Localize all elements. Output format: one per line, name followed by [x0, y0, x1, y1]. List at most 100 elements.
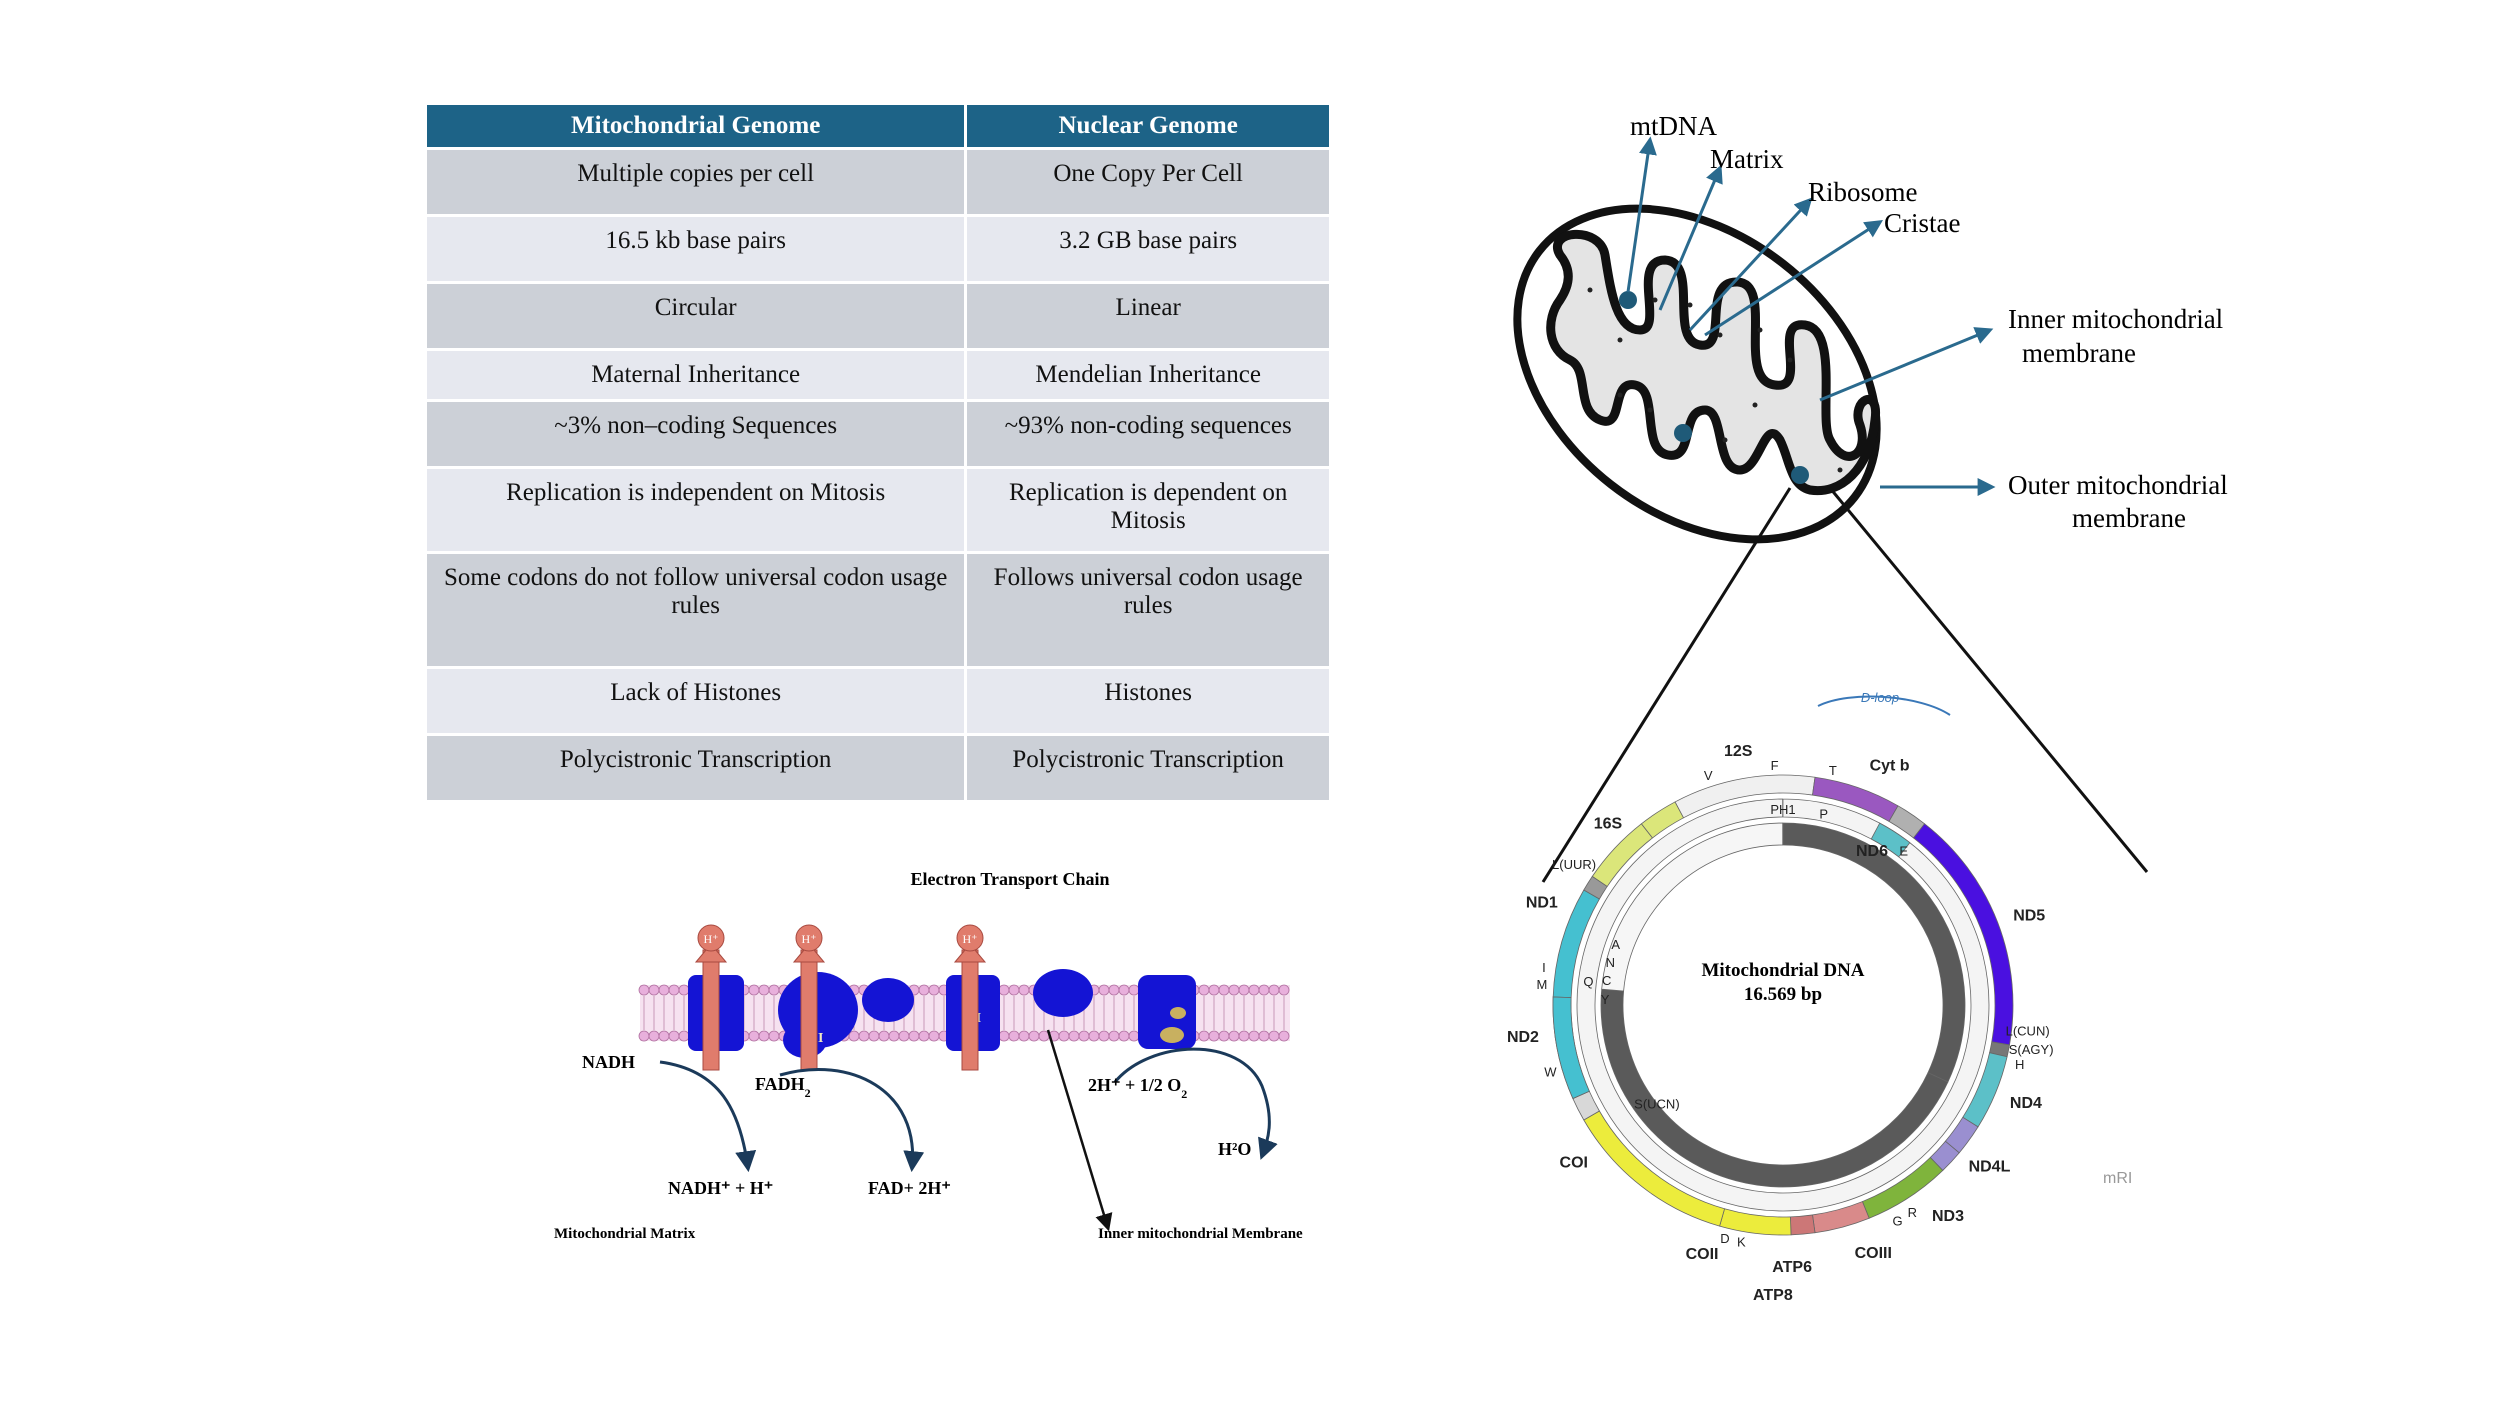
inner-ring-light [1576, 798, 1990, 1212]
trna-label: A [1611, 937, 1620, 952]
fadh2-label: FADH2 [755, 1074, 811, 1100]
table-row: Replication is independent on Mitosis Re… [427, 469, 1329, 551]
gene-label: COIII [1855, 1245, 1892, 1262]
mtdna-length: 16.569 bp [1744, 984, 1822, 1005]
coenzyme-q [862, 978, 914, 1022]
table-cell: Polycistronic Transcription [967, 736, 1329, 800]
trna-label: G [1892, 1213, 1902, 1228]
table-cell: Replication is independent on Mitosis [427, 469, 965, 551]
gene-label: ND3 [1932, 1208, 1964, 1225]
cristae-arrow [1704, 220, 1884, 337]
table-row: 16.5 kb base pairs 3.2 GB base pairs [427, 217, 1329, 281]
trna-label: E [1899, 844, 1908, 859]
proton-pump-2: H⁺ [792, 924, 826, 1071]
outer-membrane-label-line2: membrane [2072, 503, 2186, 533]
header-nuclear: Nuclear Genome [967, 105, 1329, 147]
gene-label: COI [1560, 1155, 1588, 1172]
trna-label: C [1602, 973, 1611, 988]
table-cell: Histones [967, 669, 1329, 733]
gene-label: ATP6 [1772, 1259, 1812, 1276]
cytochrome-c [1033, 969, 1093, 1017]
trna-label: L(CUN) [2006, 1024, 2050, 1039]
gene-label: ND1 [1526, 895, 1558, 912]
gene-label: ND2 [1507, 1029, 1539, 1046]
proton-pump-3: H⁺ [953, 924, 987, 1071]
table-row: Maternal Inheritance Mendelian Inheritan… [427, 351, 1329, 399]
nd6-segment [1870, 822, 1911, 858]
complex-label: II [813, 1031, 824, 1046]
complex-iv-cofactor [1170, 1007, 1186, 1019]
trna-label: PH1 [1770, 802, 1795, 817]
inner-membrane-arrow [1819, 327, 1994, 402]
table-cell: 16.5 kb base pairs [427, 217, 965, 281]
complex-iv-cofactor [1160, 1027, 1184, 1043]
gene-labels: 12S16SND1ND2COICOIIATP8ATP6COIIIND3ND4LN… [1507, 743, 2054, 1304]
gene-label: ND5 [2013, 907, 2045, 924]
gene-label: ND6 [1856, 843, 1888, 860]
gene-label: ATP8 [1753, 1287, 1793, 1304]
zoom-line-left [1541, 487, 1792, 883]
mtdna-arrow [1626, 136, 1657, 293]
gene-label: Cyt b [1870, 758, 1910, 775]
trna-label: T [1829, 763, 1837, 778]
gene-label: ND4L [1969, 1158, 2011, 1175]
inner-membrane-label-line2: membrane [2022, 338, 2136, 368]
trna-label: M [1536, 977, 1547, 992]
table-row: Polycistronic Transcription Polycistroni… [427, 736, 1329, 800]
table-cell: ~93% non-coding sequences [967, 402, 1329, 466]
lipid-head [1278, 984, 1290, 996]
etc-title: Electron Transport Chain [910, 869, 1109, 889]
zoom-line-right [1828, 487, 2149, 873]
inner-ring-dark [1782, 822, 1966, 1083]
nad-plus-label: NADH⁺ + H⁺ [668, 1178, 773, 1198]
gene-label: COII [1686, 1246, 1719, 1263]
proton-label: H⁺ [963, 932, 978, 946]
inner-membrane-label-line1: Inner mitochondrial [2008, 304, 2223, 334]
light-strand-ring [1576, 798, 1990, 1212]
oxygen-arrow [1113, 1047, 1278, 1160]
trna-label: F [1771, 758, 1779, 773]
table-cell: Multiple copies per cell [427, 150, 965, 214]
trna-label: R [1908, 1205, 1917, 1220]
outer-membrane-label-line1: Outer mitochondrial [2008, 470, 2228, 500]
nadh-arrow [659, 1060, 757, 1173]
trna-label: S(AGY) [2009, 1042, 2054, 1057]
ribosome-arrow [1688, 197, 1813, 332]
table-row: Some codons do not follow universal codo… [427, 554, 1329, 666]
mtdna-dot [1619, 291, 1637, 309]
trna-label: Y [1601, 992, 1610, 1007]
trna-label: W [1544, 1065, 1557, 1080]
fad-label: FAD+ 2H⁺ [868, 1178, 951, 1198]
matrix-arrow [1658, 164, 1723, 311]
trna-label: V [1704, 768, 1713, 783]
nd2-segment [1552, 996, 1590, 1100]
gene-label: ND4 [2010, 1095, 2042, 1112]
matrix-label: Mitochondrial Matrix [554, 1226, 696, 1242]
table-cell: Lack of Histones [427, 669, 965, 733]
table-cell: 3.2 GB base pairs [967, 217, 1329, 281]
trna-label: Q [1583, 974, 1593, 989]
trna-label: K [1737, 1234, 1746, 1249]
dloop-label: D-loop [1861, 690, 1899, 705]
trna-label: L(UUR) [1552, 857, 1596, 872]
cristae-label: Cristae [1884, 208, 1960, 238]
table-row: Multiple copies per cell One Copy Per Ce… [427, 150, 1329, 214]
lipid-head [1278, 1030, 1290, 1042]
table-cell: Mendelian Inheritance [967, 351, 1329, 399]
trna-label: H [2015, 1057, 2024, 1072]
trna-label: S(UCN) [1634, 1097, 1680, 1112]
table-cell: Polycistronic Transcription [427, 736, 965, 800]
oxygen-label: 2H⁺ + 1/2 O2 [1088, 1075, 1187, 1101]
12s-segment [1640, 801, 1685, 839]
trna-label: D [1720, 1231, 1729, 1246]
atp8-segment [1789, 1214, 1816, 1236]
table-cell: Linear [967, 284, 1329, 348]
trna-label: I [1542, 960, 1546, 975]
inner-membrane-label: Inner mitochondrial Membrane [1098, 1226, 1303, 1242]
trna-label: N [1606, 955, 1615, 970]
table-row: ~3% non–coding Sequences ~93% non-coding… [427, 402, 1329, 466]
header-mitochondrial: Mitochondrial Genome [427, 105, 965, 147]
table-cell: Circular [427, 284, 965, 348]
